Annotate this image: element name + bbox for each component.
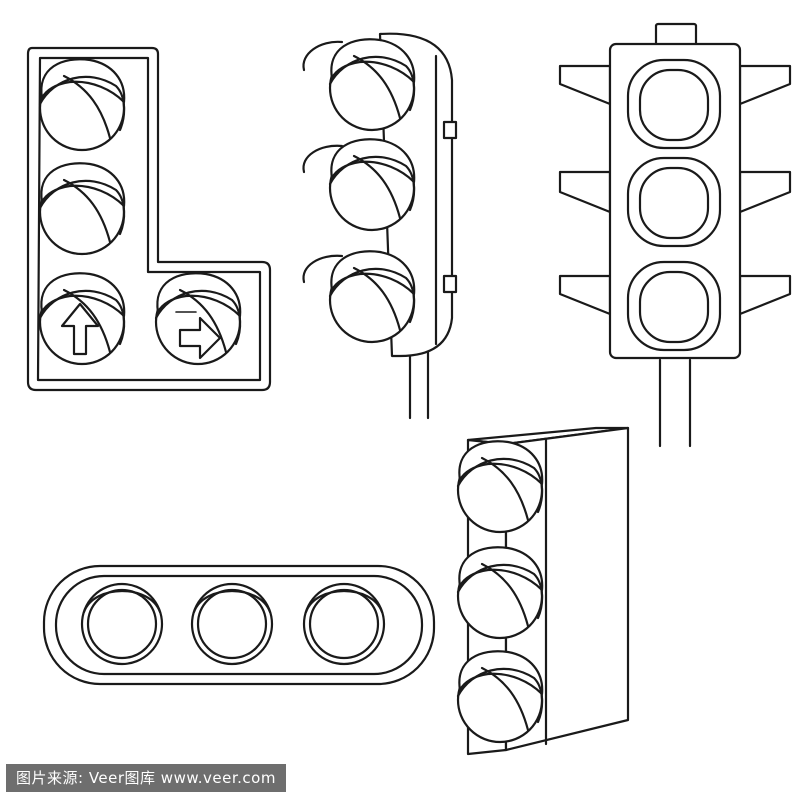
side-view-signal-icon [303,34,456,418]
box-signal-icon [456,428,628,754]
watermark-label: 图片来源: Veer图库 www.veer.com [6,764,286,792]
horizontal-signal-icon [44,566,434,684]
l-shaped-signal-icon [28,48,270,390]
front-signal-with-visors-icon [560,24,790,446]
